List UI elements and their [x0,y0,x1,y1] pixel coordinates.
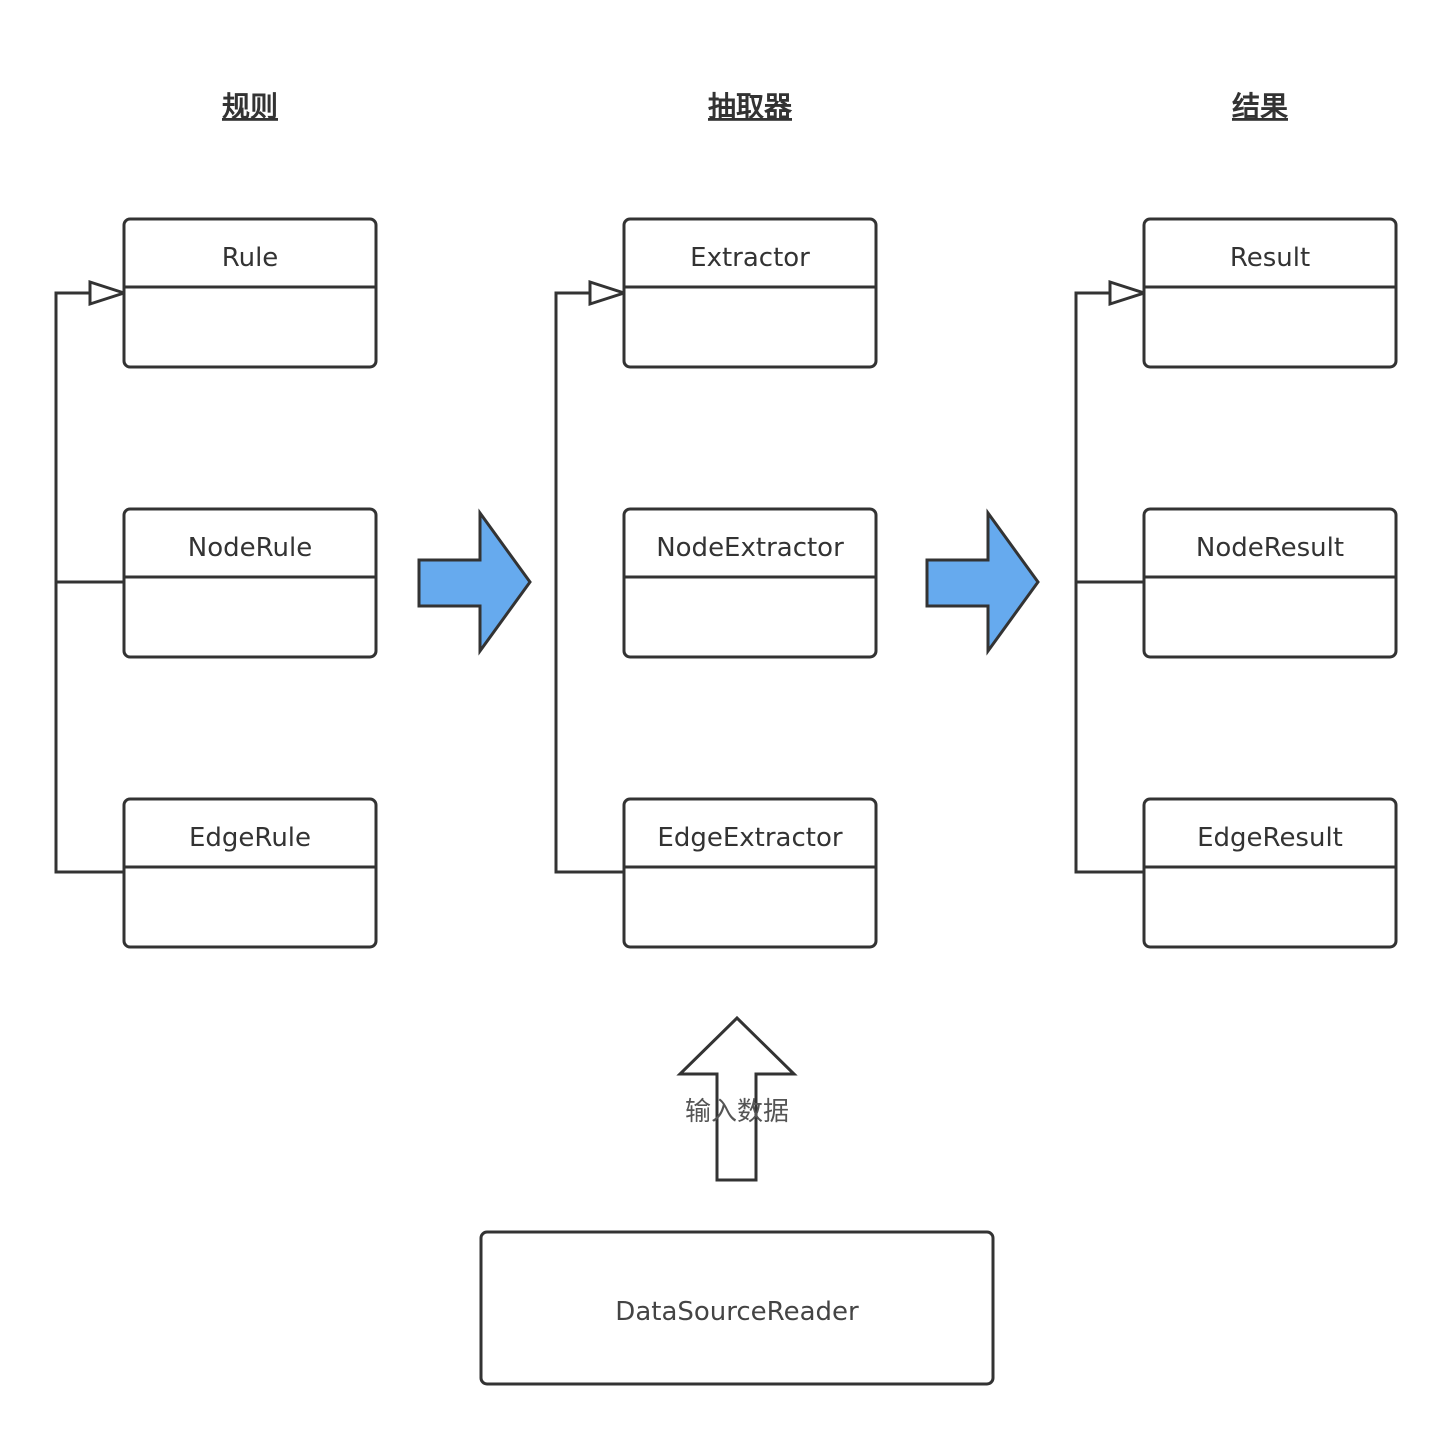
data-source-reader-label: DataSourceReader [615,1297,859,1327]
class-box-node-result[interactable]: NodeResult [1142,507,1398,659]
class-box-extractor[interactable]: Extractor [622,217,878,369]
up-block-arrow-icon [676,1015,798,1182]
class-box-node-extractor[interactable]: NodeExtractor [622,507,878,659]
data-source-reader-box[interactable]: DataSourceReader [479,1230,995,1386]
inheritance-arrowhead-icon [1108,279,1149,307]
column-title-extractors: 抽取器 [708,90,793,123]
class-name: EdgeRule [189,823,311,853]
inheritance-connector-extractors [554,279,629,874]
class-box-edge-result[interactable]: EdgeResult [1142,797,1398,949]
class-name: EdgeExtractor [657,823,842,853]
class-name: NodeExtractor [656,533,844,563]
column-title-results: 结果 [1232,90,1288,123]
right-block-arrow-icon [417,508,532,656]
class-name: Extractor [690,243,810,273]
inheritance-connector-results [1074,279,1149,874]
class-name: Result [1230,243,1310,273]
class-name: NodeResult [1196,533,1344,563]
class-name: EdgeResult [1197,823,1343,853]
class-box-edge-extractor[interactable]: EdgeExtractor [622,797,878,949]
class-box-node-rule[interactable]: NodeRule [122,507,378,659]
inheritance-connector-rules [54,279,129,874]
input-data-label: 输入数据 [685,1097,789,1127]
inheritance-arrowhead-icon [588,279,629,307]
inheritance-arrowhead-icon [88,279,129,307]
class-name: Rule [222,243,279,273]
class-box-result[interactable]: Result [1142,217,1398,369]
class-box-rule[interactable]: Rule [122,217,378,369]
class-name: NodeRule [188,533,312,563]
class-box-edge-rule[interactable]: EdgeRule [122,797,378,949]
right-block-arrow-icon [925,508,1040,656]
column-title-rules: 规则 [222,90,278,123]
